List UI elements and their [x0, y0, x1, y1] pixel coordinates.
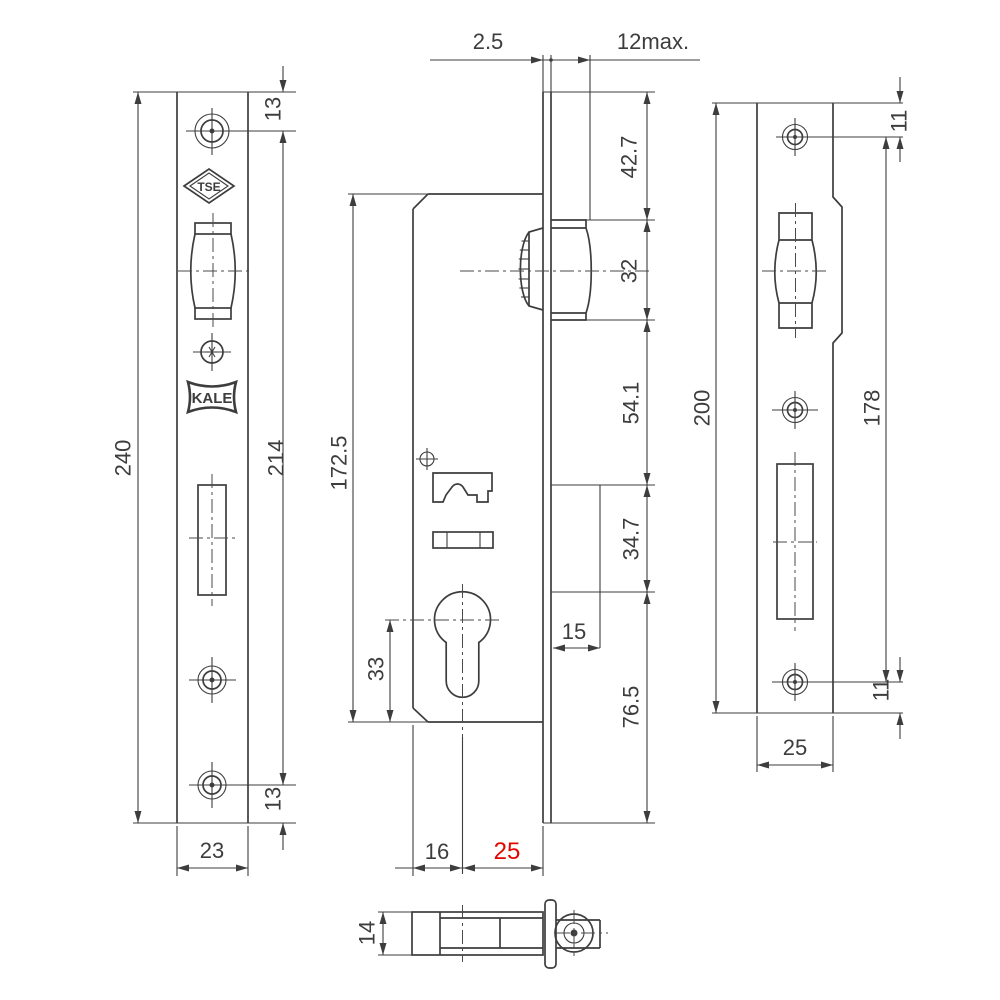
roller-latch-barrel — [460, 219, 652, 321]
top-view-dimensions: 14 — [355, 912, 387, 955]
top-view-faceplate — [544, 899, 557, 969]
roller-latch-ribbed — [518, 227, 544, 311]
dim-200: 200 — [690, 390, 715, 427]
body-follower-cutout — [432, 472, 493, 503]
door-profile-dimensions: 2.5 12max. — [430, 29, 700, 220]
strike-latch-opening — [762, 203, 829, 338]
body-slot-bar — [432, 531, 494, 549]
strike-deadbolt-opening — [773, 452, 817, 631]
faceplate-strip — [542, 91, 655, 824]
dim-214: 214 — [264, 440, 289, 477]
front-deadbolt-slot — [189, 474, 235, 606]
euro-cylinder-hole — [385, 584, 502, 874]
front-plate-dimensions: 240 214 13 13 23 — [111, 66, 289, 876]
strike-bottom-screw-hole — [772, 663, 903, 701]
front-latch-bolt — [178, 213, 249, 329]
dim-32: 32 — [617, 259, 642, 283]
strike-mid-screw-hole — [772, 391, 818, 429]
front-plate-outline — [133, 91, 296, 824]
dim-11-bottom: 11 — [869, 679, 894, 702]
lock-body-outline — [348, 193, 543, 723]
dim-178: 178 — [860, 390, 885, 427]
dim-34-7: 34.7 — [619, 518, 644, 561]
dim-13-bottom: 13 — [261, 787, 286, 811]
top-view-roller — [554, 910, 608, 957]
dim-13-top: 13 — [261, 97, 286, 121]
tse-logo-text: TSE — [197, 180, 220, 194]
kale-logo-text: KALE — [192, 390, 233, 407]
dim-25-backset: 25 — [494, 838, 521, 865]
dim-11-top: 11 — [887, 110, 912, 133]
body-height-dimensions: 172.5 33 — [327, 194, 394, 722]
front-star-screw — [193, 333, 231, 371]
dim-240: 240 — [111, 440, 136, 477]
front-bottom-screw-hole — [189, 762, 296, 808]
dim-12max: 12max. — [617, 29, 689, 54]
pocket-box — [551, 484, 655, 648]
faceplate-chain-dimensions: 42.7 32 54.1 34.7 76.5 15 — [553, 92, 655, 823]
dim-76-5: 76.5 — [619, 686, 644, 729]
lock-body-view: 2.5 12max. — [327, 29, 700, 876]
tse-logo: TSE — [182, 167, 236, 205]
front-mid-screw-hole — [189, 657, 236, 703]
strike-plate-dimensions: 200 178 11 11 25 — [690, 77, 912, 772]
dim-23: 23 — [200, 838, 224, 863]
top-view: 14 — [355, 899, 608, 969]
kale-logo: KALE — [186, 379, 238, 415]
strike-top-screw-hole — [776, 118, 903, 156]
dim-2-5: 2.5 — [473, 29, 504, 54]
top-view-case — [378, 905, 544, 962]
body-pin-hole — [416, 448, 438, 470]
dim-42-7: 42.7 — [617, 136, 642, 179]
front-plate-view: TSE KALE — [111, 66, 296, 876]
dim-54-1: 54.1 — [619, 382, 644, 425]
dim-14: 14 — [355, 921, 380, 945]
dim-15: 15 — [562, 619, 586, 644]
dim-16: 16 — [425, 839, 449, 864]
front-top-screw-hole — [186, 108, 296, 155]
backset-dimensions: 16 25 — [395, 725, 544, 876]
strike-plate-outline — [712, 102, 903, 714]
dim-33: 33 — [364, 657, 389, 681]
strike-plate-view: 200 178 11 11 25 — [690, 77, 912, 772]
dim-25-strike: 25 — [783, 735, 807, 760]
dim-172-5: 172.5 — [327, 435, 352, 490]
